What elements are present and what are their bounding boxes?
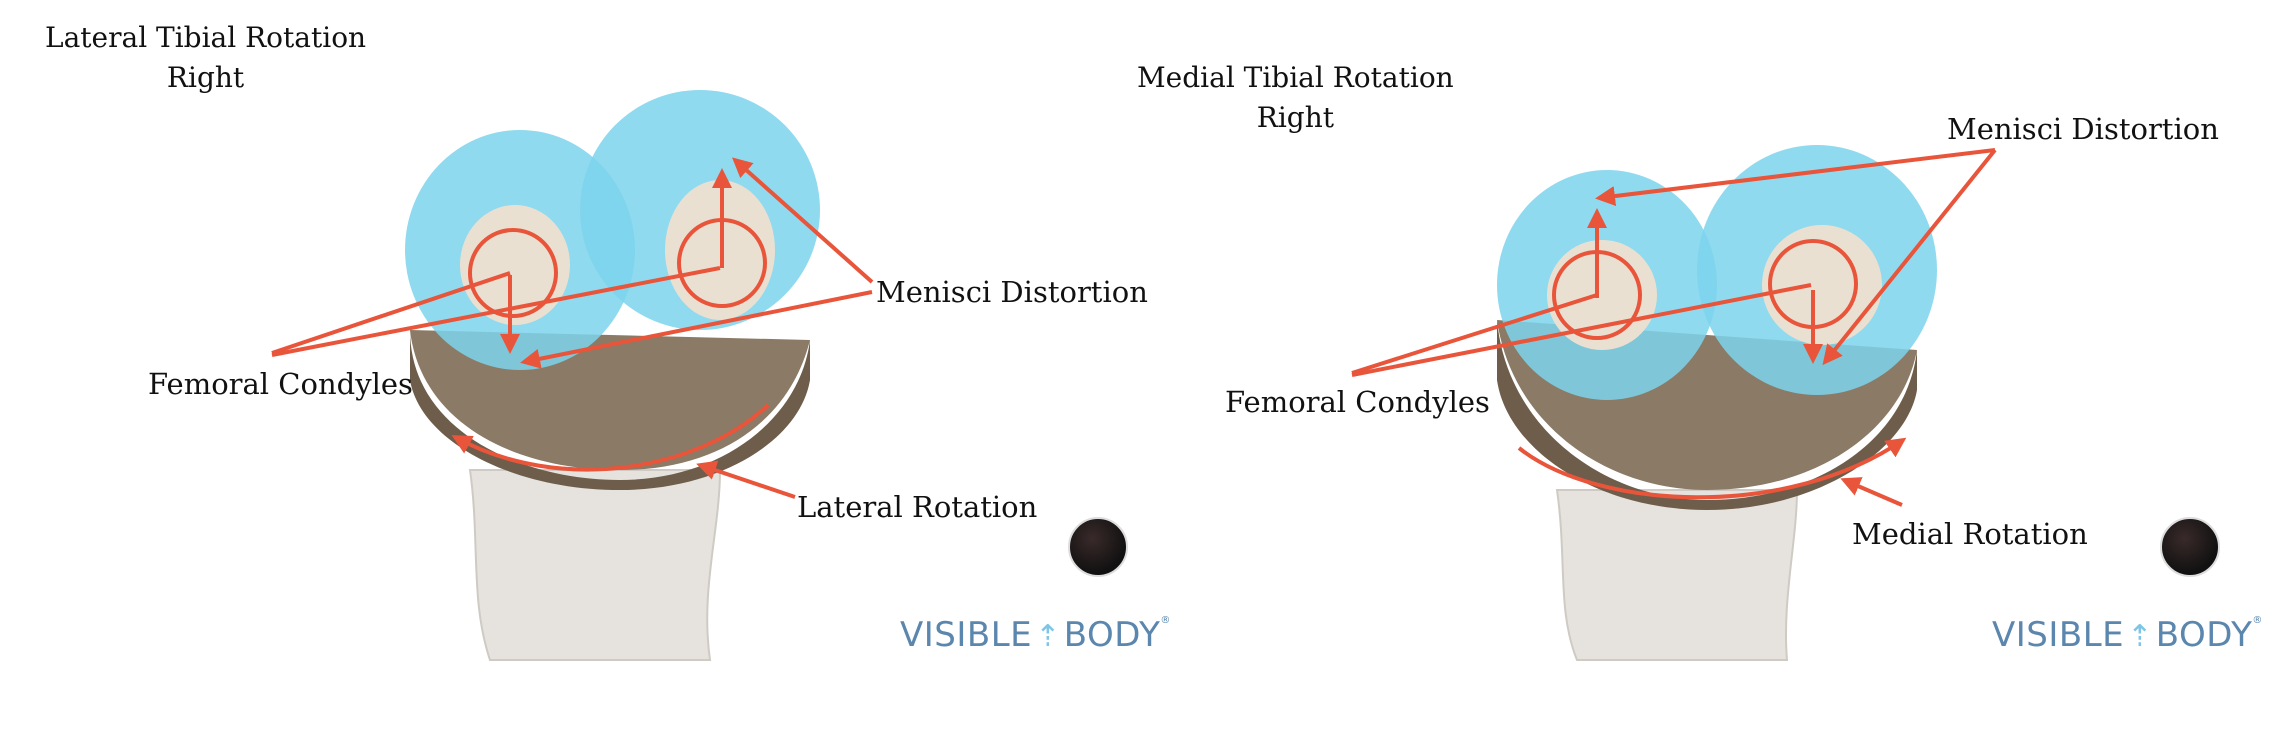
logo-word-2: BODY xyxy=(2155,615,2253,655)
pointer-femoral-1 xyxy=(271,271,511,355)
logo-figure-icon: ⇡ xyxy=(2127,619,2153,654)
pointer-menisci-2 xyxy=(1822,148,1997,366)
pointer-rotation xyxy=(696,460,796,499)
label-menisci-distortion: Menisci Distortion xyxy=(876,275,1148,309)
visible-body-logo: VISIBLE⇡BODY® xyxy=(900,517,1170,655)
pointer-femoral-2 xyxy=(271,266,721,357)
label-rotation: Medial Rotation xyxy=(1852,517,2088,551)
logo-word-1: VISIBLE xyxy=(900,615,1033,655)
logo-badge-icon xyxy=(2160,517,2220,577)
visible-body-logo: VISIBLE⇡BODY® xyxy=(1992,517,2262,655)
pointer-rotation xyxy=(1840,477,1903,507)
label-menisci-distortion: Menisci Distortion xyxy=(1947,112,2219,146)
pointer-menisci-2 xyxy=(520,290,873,369)
pointer-menisci-1 xyxy=(1595,148,1996,207)
label-femoral-condyles: Femoral Condyles xyxy=(1225,385,1490,419)
title-line-2: Right xyxy=(166,61,245,94)
pointer-femoral-2 xyxy=(1351,283,1812,377)
title-line-1: Medial Tibial Rotation xyxy=(1137,61,1454,94)
condyle-circle-left xyxy=(468,228,558,318)
label-rotation: Lateral Rotation xyxy=(797,490,1038,524)
label-femoral-condyles: Femoral Condyles xyxy=(148,367,413,401)
panel-title: Lateral Tibial Rotation Right xyxy=(45,18,366,98)
pointer-menisci-1 xyxy=(732,157,874,284)
tibia-shaft xyxy=(1555,489,1799,661)
panel-title: Medial Tibial Rotation Right xyxy=(1137,58,1454,138)
title-line-1: Lateral Tibial Rotation xyxy=(45,21,367,54)
logo-badge-icon xyxy=(1068,517,1128,577)
lateral-condyle-surface xyxy=(460,205,570,325)
pointer-femoral-1 xyxy=(1351,293,1598,375)
logo-word-2: BODY xyxy=(1063,615,1161,655)
logo-mark: ® xyxy=(1160,615,1171,626)
medial-condyle-surface xyxy=(1762,225,1882,345)
panel-lateral-rotation: Lateral Tibial Rotation Right Menisci Di… xyxy=(45,18,1170,661)
rotation-arc-arrow xyxy=(1517,437,1907,500)
logo-mark: ® xyxy=(2252,615,2263,626)
logo-figure-icon: ⇡ xyxy=(1035,619,1061,654)
logo-word-1: VISIBLE xyxy=(1992,615,2125,655)
tibia-shaft xyxy=(468,469,722,661)
knee-illustration xyxy=(271,90,874,661)
panel-medial-rotation: Medial Tibial Rotation Right Menisci Dis… xyxy=(1137,0,2274,742)
rotation-arc-arrow xyxy=(451,403,770,472)
knee-illustration xyxy=(1351,145,1997,661)
title-line-2: Right xyxy=(1256,101,1334,134)
